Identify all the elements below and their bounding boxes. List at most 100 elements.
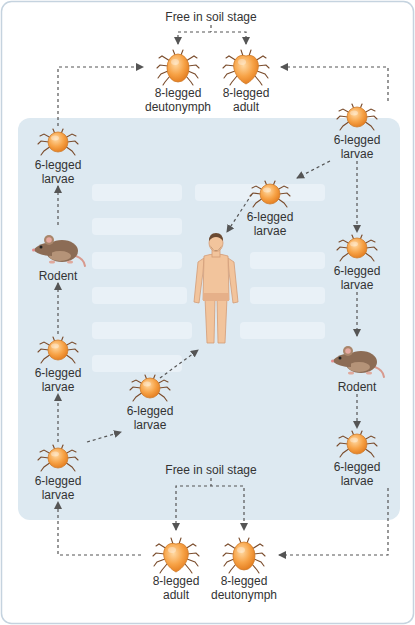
life-cycle-arrow: [356, 161, 357, 232]
highlight: [171, 59, 179, 65]
larva-icon-part: [337, 104, 377, 130]
host-node: Rodent: [322, 336, 392, 394]
mite-body: [260, 184, 280, 204]
stage-label: Free in soil stage: [146, 463, 276, 477]
mite-leg: [257, 71, 268, 78]
mite-leg: [38, 141, 49, 144]
larva-icon: [36, 334, 80, 366]
adult-icon-part: [223, 50, 269, 85]
highlight: [350, 111, 358, 116]
stage-caption: 8-legged deutonymph: [209, 574, 279, 602]
stage-caption: 8-legged adult: [211, 86, 281, 114]
host-node: Rodent: [23, 225, 93, 283]
mite-leg: [279, 193, 290, 196]
mite-leg: [366, 443, 377, 446]
rodent-ear-inner: [46, 237, 52, 243]
mite-body: [48, 132, 68, 152]
mite-leg: [252, 544, 263, 549]
larva-icon: [335, 101, 379, 133]
host-panel: [18, 118, 400, 520]
mite-leg: [185, 564, 192, 573]
mite-body: [140, 378, 160, 398]
mite-leg: [163, 76, 170, 85]
mite-leg: [225, 544, 236, 549]
mite-leg: [255, 76, 262, 85]
stage-caption: 6-legged larvae: [322, 460, 392, 488]
larva-icon: [36, 126, 80, 158]
human-figure-part: [203, 293, 229, 301]
placeholder-bars-part: [92, 218, 182, 235]
mite-leg: [38, 457, 49, 460]
larva-icon-part: [250, 181, 290, 207]
larva-icon-part: [337, 431, 377, 457]
pointer-arrows-part: [210, 478, 211, 486]
larva-icon: [335, 428, 379, 460]
life-cycle-arrow: [356, 394, 357, 428]
mite-stage-node: 6-legged larvae: [322, 428, 392, 488]
mite-body: [167, 54, 189, 82]
adult-icon: [221, 48, 271, 86]
life-cycle-arrow: [279, 488, 388, 555]
placeholder-bars: [92, 184, 325, 372]
human-figure-part: [194, 258, 204, 303]
mite-leg: [186, 56, 197, 61]
placeholder-bars-part: [92, 252, 182, 269]
life-cycle-arrow: [58, 67, 143, 126]
larva-icon: [335, 232, 379, 264]
mite-leg: [38, 349, 49, 352]
mite-leg: [159, 387, 170, 390]
pointer-arrows-part: [160, 350, 198, 378]
mite-leg: [158, 71, 168, 78]
life-cycle-arrow: [356, 292, 357, 336]
highlight: [51, 344, 59, 349]
mite-leg: [254, 559, 264, 566]
rodent-nose: [32, 249, 35, 252]
rodent-tail: [76, 256, 85, 266]
rodent-tail: [375, 367, 384, 377]
mite-leg: [366, 247, 377, 250]
stage-caption: 6-legged larvae: [23, 474, 93, 502]
rodent-icon-part: [331, 346, 384, 377]
life-cycle-arrow: [297, 161, 330, 178]
human-figure: [194, 233, 238, 343]
life-cycle-arrow: [58, 502, 141, 555]
mite-leg: [130, 387, 141, 390]
mite-leg: [154, 559, 165, 566]
pointer-arrows-part: [176, 486, 244, 530]
mite-body: [234, 55, 259, 84]
mite-body: [233, 542, 255, 570]
mite-body: [164, 543, 189, 572]
stage-caption: 8-legged deutonymph: [143, 86, 213, 114]
life-cycle-arrow: [57, 186, 58, 225]
mite-leg: [67, 457, 78, 460]
mite-body: [48, 448, 68, 468]
rodent-icon: [327, 336, 387, 380]
life-cycle-arrow: [57, 394, 58, 442]
mite-leg: [250, 193, 261, 196]
life-cycle-arrow: [87, 432, 121, 442]
rodent-belly: [348, 362, 370, 372]
mite-leg: [229, 564, 236, 573]
mite-leg: [67, 141, 78, 144]
stage-label: Free in soil stage: [146, 10, 276, 24]
placeholder-bars-part: [250, 287, 325, 304]
adult-icon: [151, 536, 201, 574]
mite-leg: [230, 76, 237, 85]
larva-icon-part: [38, 129, 78, 155]
placeholder-bars-part: [92, 322, 192, 339]
mite-leg: [187, 559, 198, 566]
stage-caption: 6-legged larvae: [322, 133, 392, 161]
highlight: [350, 242, 358, 247]
mite-body: [48, 340, 68, 360]
life-cycle-arrow: [281, 67, 388, 101]
pointer-arrows-part: [210, 25, 211, 32]
mite-leg: [67, 349, 78, 352]
placeholder-bars-part: [92, 184, 182, 201]
highlight: [51, 452, 59, 457]
mite-stage-node: 8-legged deutonymph: [209, 536, 279, 602]
human-figure-part: [203, 254, 229, 300]
mite-body: [347, 107, 367, 127]
mite-leg: [223, 553, 234, 556]
mite-leg: [159, 56, 170, 61]
